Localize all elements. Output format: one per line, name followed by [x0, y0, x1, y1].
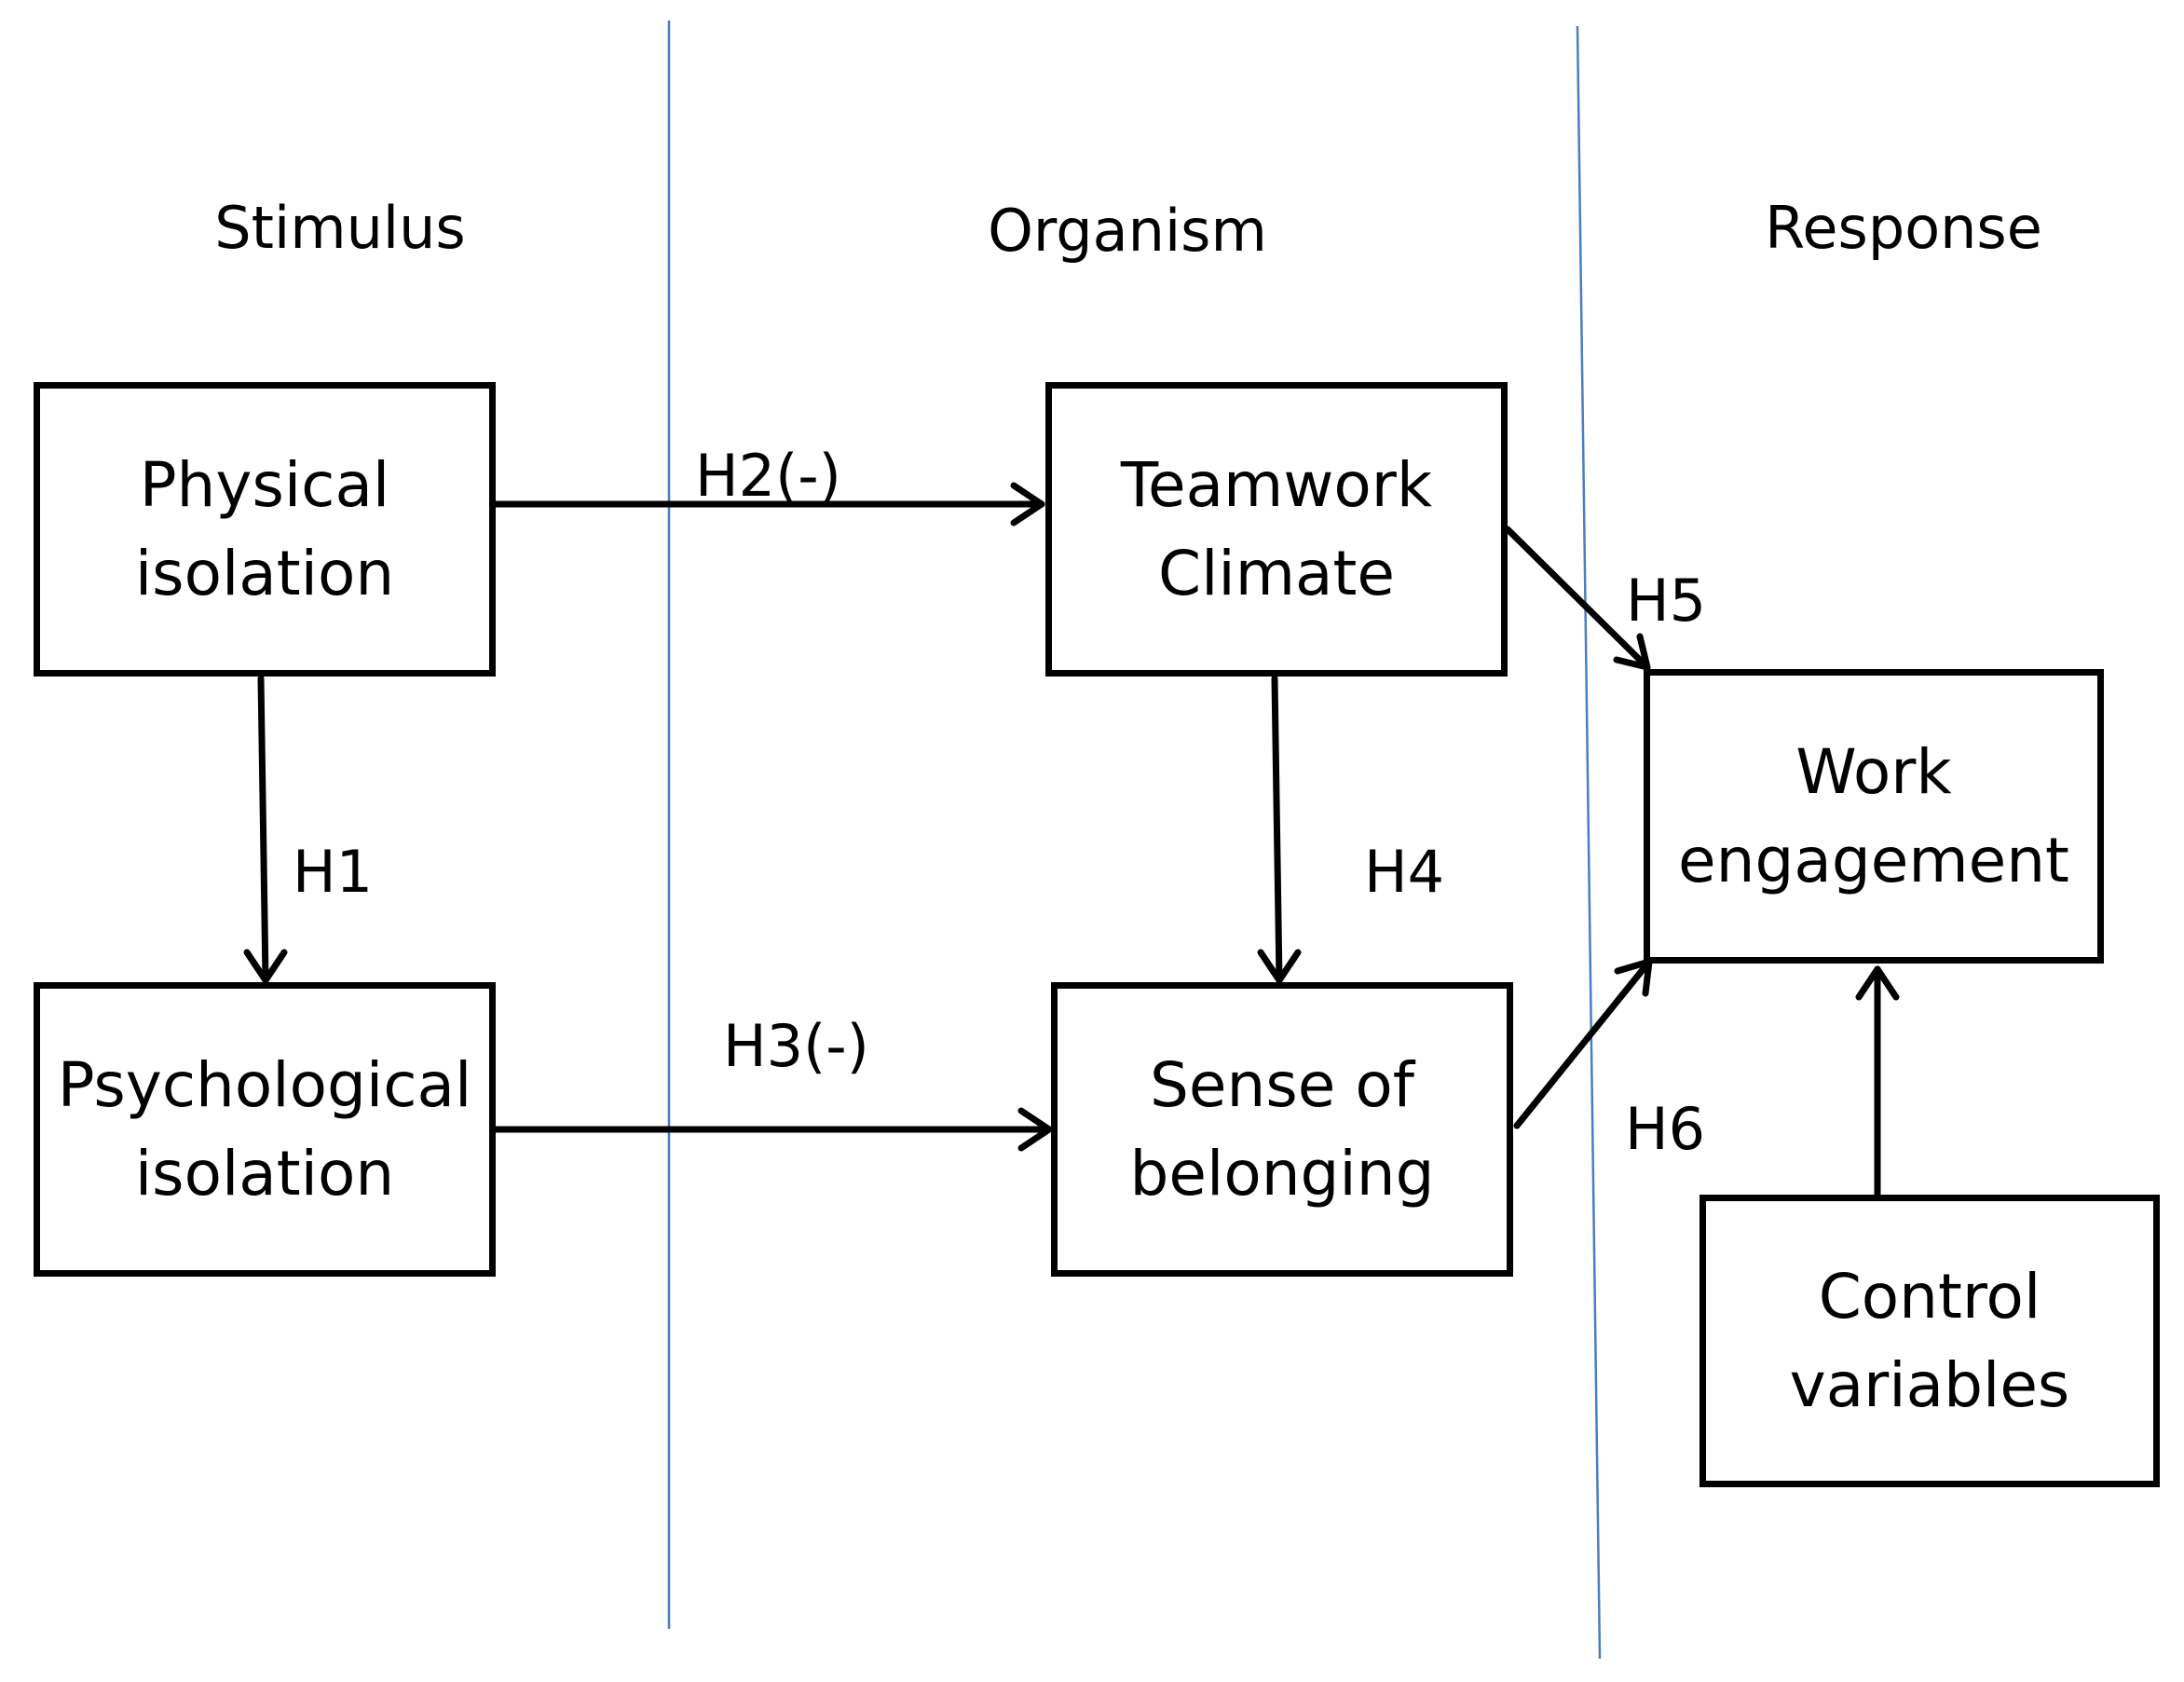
- node-label-line: variables: [1789, 1349, 2070, 1421]
- arrow-h4: [1257, 675, 1302, 984]
- node-label-line: engagement: [1678, 825, 2069, 896]
- node-label-line: isolation: [134, 1138, 395, 1210]
- node-label-line: Climate: [1158, 538, 1395, 609]
- column-header-stimulus: Stimulus: [214, 194, 466, 262]
- node-label-line: Sense of: [1150, 1049, 1414, 1121]
- hypothesis-label-h5: H5: [1626, 567, 1707, 635]
- column-header-organism: Organism: [988, 197, 1267, 265]
- arrow-h3: [492, 1107, 1053, 1152]
- node-label-line: Psychological: [57, 1049, 472, 1121]
- hypothesis-label-h6: H6: [1625, 1095, 1706, 1163]
- node-label-line: Teamwork: [1120, 449, 1433, 521]
- hypothesis-label-h3: H3(-): [723, 1012, 869, 1080]
- hypothesis-label-h2: H2(-): [695, 442, 841, 510]
- arrow-h2: [483, 482, 1045, 526]
- node-sense-of-belonging: Sense of belonging: [1051, 982, 1513, 1277]
- node-physical-isolation: Physical isolation: [34, 382, 496, 677]
- node-label-line: Control: [1818, 1261, 2041, 1333]
- arrow-h5: [1504, 526, 1651, 671]
- node-label-line: belonging: [1129, 1138, 1435, 1210]
- node-label-line: isolation: [134, 538, 395, 609]
- hypothesis-label-h4: H4: [1364, 838, 1445, 906]
- node-work-engagement: Work engagement: [1644, 669, 2104, 964]
- node-control-variables: Control variables: [1699, 1195, 2160, 1487]
- node-teamwork-climate: Teamwork Climate: [1045, 382, 1508, 677]
- node-psychological-isolation: Psychological isolation: [34, 982, 496, 1277]
- arrow-h1: [243, 675, 288, 984]
- node-label-line: Physical: [139, 449, 390, 521]
- column-header-response: Response: [1765, 194, 2042, 262]
- node-label-line: Work: [1795, 736, 1952, 808]
- arrow-controls: [1855, 965, 1900, 1198]
- divider-organism-response: [1576, 25, 1602, 1660]
- hypothesis-label-h1: H1: [293, 838, 374, 906]
